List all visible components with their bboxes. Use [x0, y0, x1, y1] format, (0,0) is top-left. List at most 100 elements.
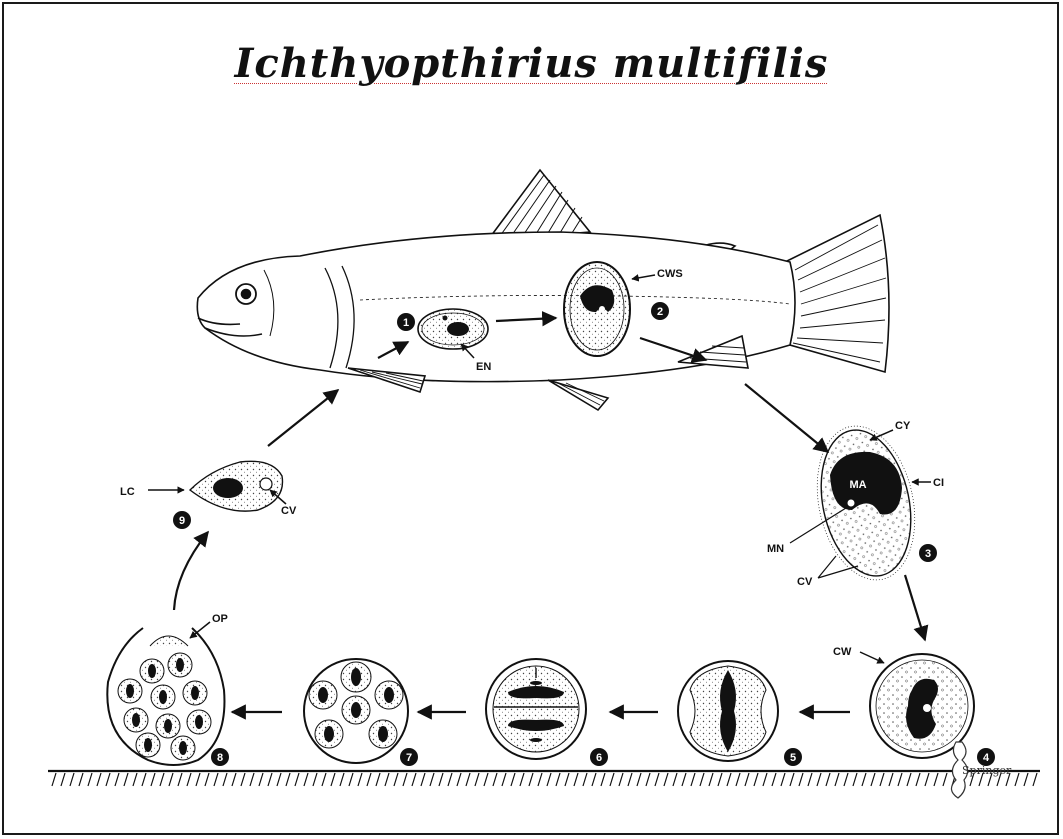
- stage-7-marker: 7: [400, 748, 418, 766]
- substrate-hatch-mark: [52, 773, 56, 786]
- substrate-hatch-mark: [349, 773, 353, 786]
- stage-8-marker: 8: [211, 748, 229, 766]
- substrate-hatch-mark: [799, 773, 803, 786]
- substrate-hatch-mark: [907, 773, 911, 786]
- stage-6-marker: 6: [590, 748, 608, 766]
- label-mn: MN: [767, 543, 784, 555]
- stage-9-theront: [190, 461, 283, 511]
- substrate-hatch-mark: [538, 773, 542, 786]
- substrate-hatch-mark: [466, 773, 470, 786]
- substrate-hatch-mark: [871, 773, 875, 786]
- substrate-hatch-mark: [313, 773, 317, 786]
- substrate-hatch-mark: [511, 773, 515, 786]
- substrate-hatch-mark: [916, 773, 920, 786]
- substrate-hatch-mark: [232, 773, 236, 786]
- substrate-hatch-mark: [898, 773, 902, 786]
- stage-6-dividing-cyst: [486, 659, 586, 759]
- substrate-hatch-mark: [214, 773, 218, 786]
- substrate-hatch-mark: [718, 773, 722, 786]
- substrate-hatch-mark: [133, 773, 137, 786]
- substrate-hatch-mark: [646, 773, 650, 786]
- substrate-hatch-mark: [421, 773, 425, 786]
- label-cy: CY: [895, 420, 911, 432]
- substrate-hatch-mark: [727, 773, 731, 786]
- substrate-hatch-mark: [394, 773, 398, 786]
- substrate-hatch-mark: [853, 773, 857, 786]
- substrate-hatch-mark: [673, 773, 677, 786]
- substrate-hatch-mark: [691, 773, 695, 786]
- stage-9-marker: 9: [173, 511, 191, 529]
- label-cv-stage3: CV: [797, 576, 813, 588]
- substrate-hatch-mark: [1015, 773, 1019, 786]
- substrate-hatch-mark: [601, 773, 605, 786]
- substrate-hatch-mark: [376, 773, 380, 786]
- substrate-hatch-mark: [124, 773, 128, 786]
- substrate-hatch-mark: [250, 773, 254, 786]
- substrate-hatch-mark: [736, 773, 740, 786]
- substrate-hatch-mark: [817, 773, 821, 786]
- svg-text:9: 9: [179, 515, 185, 527]
- substrate-hatch-mark: [925, 773, 929, 786]
- substrate-hatch-mark: [772, 773, 776, 786]
- substrate-hatch-mark: [745, 773, 749, 786]
- substrate-hatch-mark: [79, 773, 83, 786]
- substrate-hatch-mark: [268, 773, 272, 786]
- substrate-hatch-mark: [637, 773, 641, 786]
- substrate-hatch-mark: [439, 773, 443, 786]
- stage-7-tomite-cluster: [304, 659, 408, 763]
- substrate-hatch-mark: [115, 773, 119, 786]
- substrate-hatch-mark: [61, 773, 65, 786]
- substrate-hatch-mark: [385, 773, 389, 786]
- substrate-hatch-mark: [475, 773, 479, 786]
- substrate-hatch-mark: [709, 773, 713, 786]
- substrate-hatch-mark: [403, 773, 407, 786]
- substrate-hatch-mark: [763, 773, 767, 786]
- label-ma: MA: [849, 479, 866, 491]
- substrate-hatch-mark: [781, 773, 785, 786]
- substrate-hatch-mark: [880, 773, 884, 786]
- substrate-hatch-mark: [574, 773, 578, 786]
- arrow-3-to-4: [905, 575, 925, 640]
- substrate-hatch-mark: [556, 773, 560, 786]
- substrate-hatch-mark: [187, 773, 191, 786]
- substrate-hatch-mark: [835, 773, 839, 786]
- svg-text:6: 6: [596, 752, 602, 764]
- svg-text:2: 2: [657, 306, 663, 318]
- substrate-hatch-mark: [889, 773, 893, 786]
- substrate-hatch-mark: [358, 773, 362, 786]
- substrate-hatch-mark: [223, 773, 227, 786]
- substrate-hatch-mark: [610, 773, 614, 786]
- substrate-hatch-mark: [295, 773, 299, 786]
- label-cws: CWS: [657, 268, 683, 280]
- substrate-hatch-mark: [412, 773, 416, 786]
- fish-host-illustration: [197, 170, 889, 410]
- substrate-hatch-mark: [493, 773, 497, 786]
- stage-8-releasing-cyst: [107, 628, 224, 765]
- substrate-hatch-mark: [259, 773, 263, 786]
- label-ci: CI: [933, 477, 944, 489]
- substrate-hatch-mark: [547, 773, 551, 786]
- svg-text:1: 1: [403, 317, 409, 329]
- substrate-hatch-mark: [430, 773, 434, 786]
- substrate-hatch-mark: [790, 773, 794, 786]
- cw-pointer-arrow: [860, 652, 884, 663]
- substrate-hatch-mark: [862, 773, 866, 786]
- substrate-hatch-mark: [520, 773, 524, 786]
- substrate-hatch-mark: [367, 773, 371, 786]
- substrate-ground-line: [48, 771, 1040, 786]
- stage-5-marker: 5: [784, 748, 802, 766]
- substrate-hatch-mark: [664, 773, 668, 786]
- substrate-hatch-mark: [106, 773, 110, 786]
- substrate-hatch-mark: [583, 773, 587, 786]
- label-cw: CW: [833, 646, 852, 658]
- substrate-hatch-mark: [484, 773, 488, 786]
- substrate-hatch-mark: [1033, 773, 1037, 786]
- substrate-hatch-mark: [628, 773, 632, 786]
- substrate-hatch-mark: [70, 773, 74, 786]
- substrate-hatch-mark: [205, 773, 209, 786]
- substrate-hatch-mark: [331, 773, 335, 786]
- substrate-hatch-mark: [619, 773, 623, 786]
- substrate-hatch-mark: [457, 773, 461, 786]
- substrate-hatch-mark: [502, 773, 506, 786]
- substrate-hatch-mark: [160, 773, 164, 786]
